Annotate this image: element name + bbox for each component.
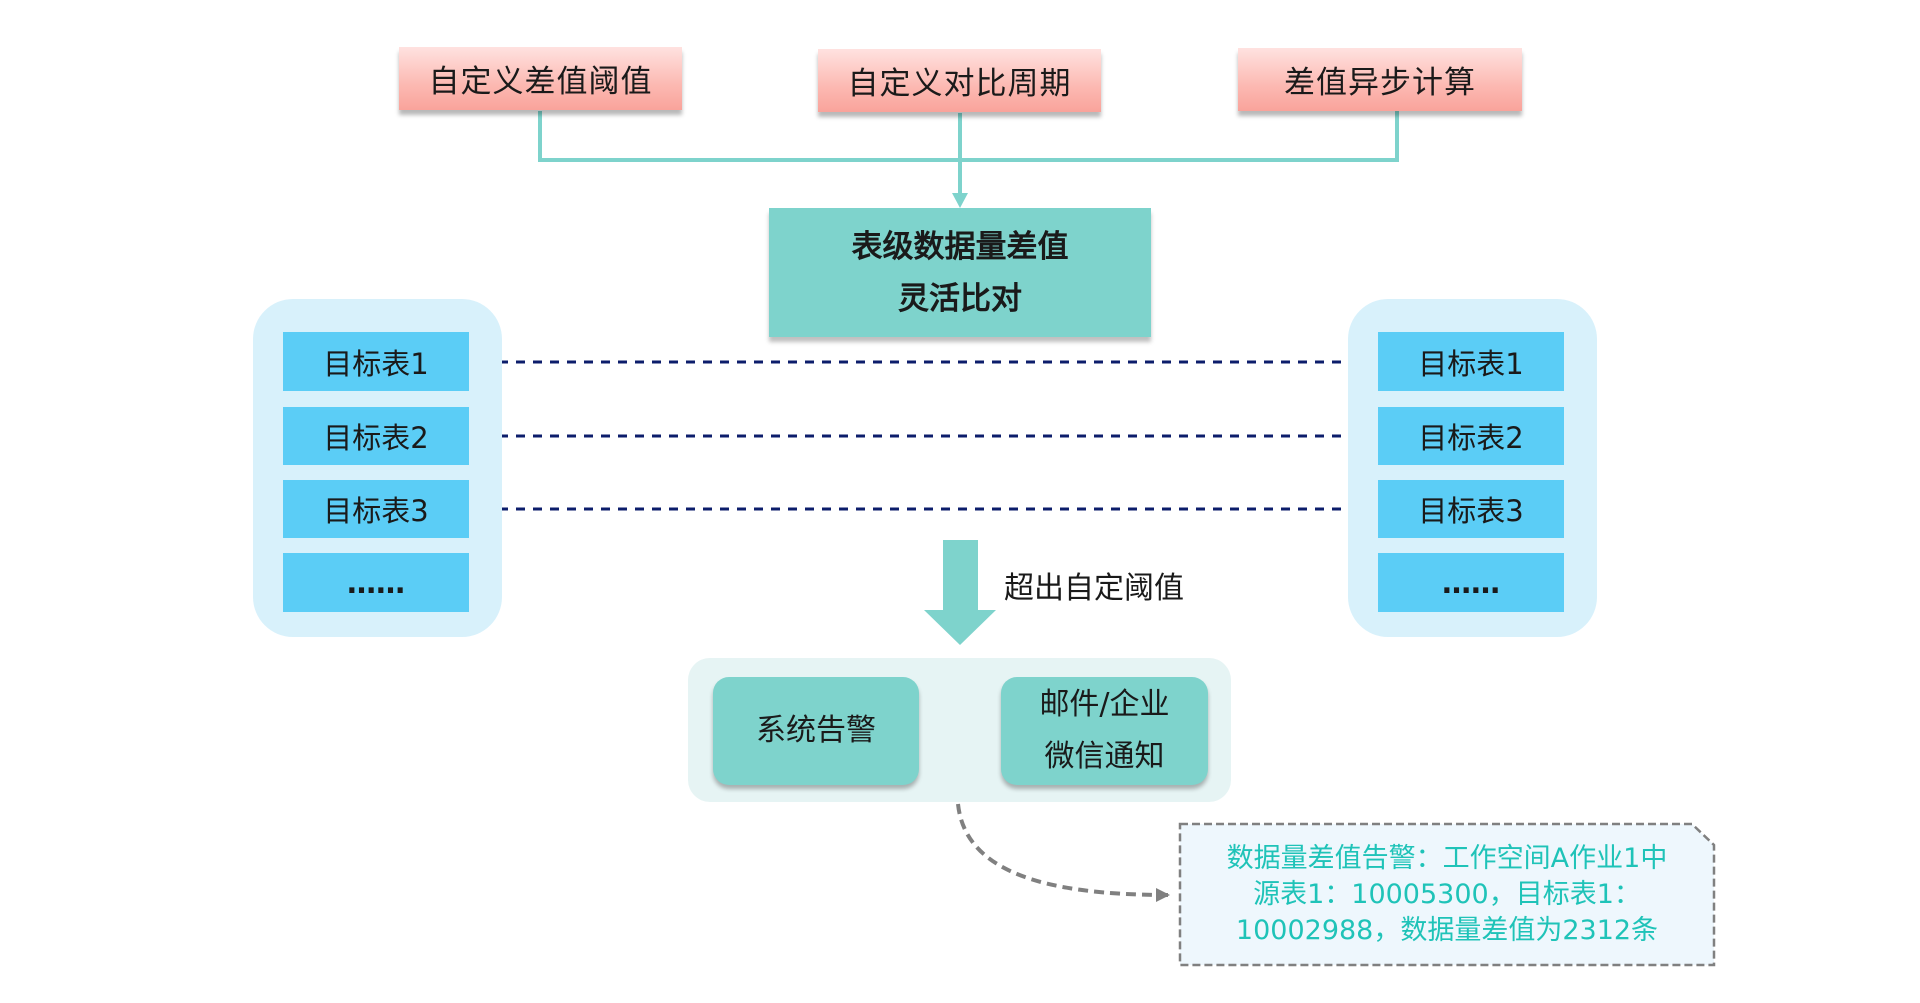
alert-label-line1: 邮件/企业 bbox=[1039, 687, 1170, 722]
table-label: …… bbox=[347, 565, 405, 600]
target-table-item: 目标表2 bbox=[1378, 407, 1564, 465]
notice-box-outline bbox=[1178, 822, 1716, 967]
input-box-period: 自定义对比周期 bbox=[818, 49, 1101, 112]
notice-connector bbox=[956, 803, 1170, 902]
down-arrow-icon bbox=[924, 540, 996, 645]
notice-line: 数据量差值告警：工作空间A作业1中 bbox=[1226, 843, 1668, 874]
input-label: 自定义差值阈值 bbox=[428, 64, 653, 100]
table-label: 目标表1 bbox=[323, 346, 429, 381]
table-label: 目标表3 bbox=[1418, 494, 1524, 528]
connector-arrowhead bbox=[952, 193, 968, 208]
target-table-item: 目标表1 bbox=[1378, 332, 1564, 391]
table-label: 目标表2 bbox=[1418, 421, 1524, 455]
table-label: …… bbox=[1442, 565, 1500, 600]
input-connector bbox=[538, 111, 1399, 196]
input-label: 自定义对比周期 bbox=[847, 66, 1072, 102]
system-alert-box: 系统告警 bbox=[713, 677, 919, 785]
source-table-item: 目标表1 bbox=[283, 332, 469, 391]
email-wechat-notify-box: 邮件/企业 微信通知 bbox=[1001, 677, 1208, 785]
input-label: 差值异步计算 bbox=[1284, 65, 1476, 101]
alert-label-line2: 微信通知 bbox=[1044, 739, 1165, 774]
alert-label: 系统告警 bbox=[756, 713, 876, 748]
alert-message-sample: 数据量差值告警：工作空间A作业1中 源表1：10005300，目标表1： 100… bbox=[1180, 830, 1714, 960]
notice-line: 源表1：10005300，目标表1： bbox=[1253, 879, 1641, 910]
core-title-line2: 灵活比对 bbox=[898, 280, 1022, 317]
source-table-more: …… bbox=[283, 553, 469, 612]
input-box-threshold: 自定义差值阈值 bbox=[399, 47, 682, 110]
notice-line: 10002988，数据量差值为2312条 bbox=[1235, 915, 1659, 946]
core-title-line1: 表级数据量差值 bbox=[851, 228, 1069, 265]
input-box-async: 差值异步计算 bbox=[1238, 48, 1522, 111]
source-table-item: 目标表2 bbox=[283, 407, 469, 465]
source-table-item: 目标表3 bbox=[283, 480, 469, 538]
target-table-more: …… bbox=[1378, 553, 1564, 612]
core-comparison-box: 表级数据量差值 灵活比对 bbox=[769, 208, 1151, 337]
target-table-item: 目标表3 bbox=[1378, 480, 1564, 538]
trigger-label: 超出自定阈值 bbox=[1004, 571, 1184, 606]
table-label: 目标表3 bbox=[323, 494, 429, 528]
table-label: 目标表1 bbox=[1418, 346, 1524, 381]
table-label: 目标表2 bbox=[323, 421, 429, 455]
